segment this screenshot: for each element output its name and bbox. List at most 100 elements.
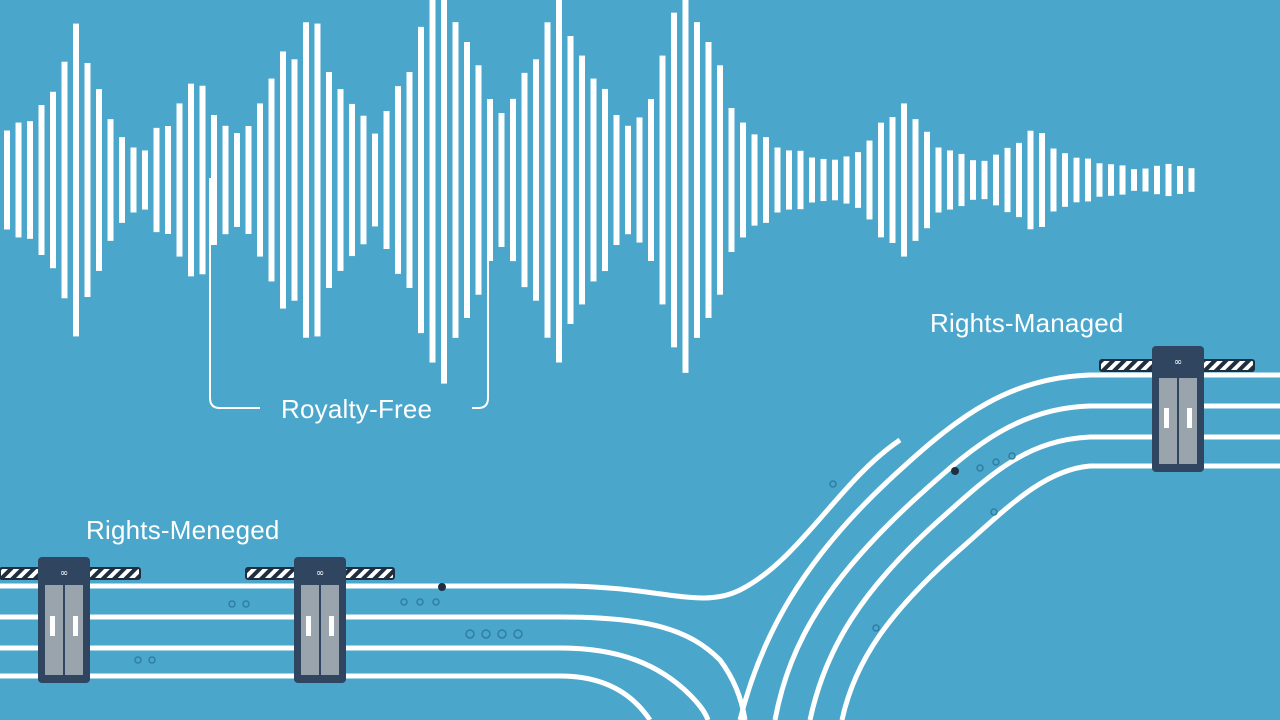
- waveform-bar: [797, 150, 804, 210]
- waveform-bar: [533, 59, 539, 301]
- waveform-bar: [1050, 148, 1057, 212]
- waveform-bar: [705, 42, 712, 318]
- waveform-bar: [441, 0, 447, 384]
- waveform-bar: [372, 133, 378, 227]
- waveform-bar: [889, 117, 896, 243]
- waveform-bar: [1108, 164, 1114, 196]
- waveform-bar: [153, 127, 160, 233]
- waveform-bar: [4, 130, 10, 230]
- waveform-bar: [855, 152, 861, 208]
- waveform-bar: [820, 158, 827, 202]
- waveform-bar: [1131, 169, 1137, 191]
- waveform-bar: [142, 150, 148, 210]
- waveform-bar: [556, 0, 562, 363]
- waveform-bar: [1188, 168, 1195, 192]
- waveform-bar: [245, 126, 252, 234]
- waveform-bar: [1177, 166, 1183, 194]
- waveform-bar: [717, 65, 723, 295]
- waveform-bar: [50, 91, 56, 269]
- waveform-bar: [452, 22, 459, 338]
- waveform-bar: [579, 55, 585, 305]
- waveform-bar: [1016, 142, 1022, 218]
- svg-text:∞: ∞: [60, 568, 68, 579]
- svg-text:∞: ∞: [1174, 357, 1182, 368]
- waveform-bar: [96, 89, 102, 271]
- waveform-bar: [429, 0, 436, 363]
- waveform-bar: [119, 137, 125, 223]
- waveform-bar: [912, 119, 919, 241]
- turnstile-gate-left-2: ∞: [245, 557, 395, 683]
- rights-managed-label-top: Rights-Managed: [930, 308, 1124, 338]
- waveform-bar: [544, 22, 551, 338]
- waveform-bar: [188, 83, 194, 277]
- royalty-free-bracket-end: [472, 130, 489, 409]
- waveform-bar: [303, 22, 309, 338]
- waveform-bar: [38, 105, 45, 255]
- waveform-bar: [176, 103, 183, 257]
- waveform-bar: [659, 55, 666, 305]
- waveform-bar: [958, 153, 965, 207]
- circuit-dots: [134, 452, 1016, 664]
- waveform-bar: [1142, 168, 1149, 192]
- waveform-bar: [349, 103, 355, 257]
- waveform-bar: [199, 85, 206, 275]
- rights-managed-label-left: Rights-Meneged: [86, 515, 280, 545]
- waveform-bar: [1119, 165, 1126, 195]
- waveform-bar: [567, 36, 574, 324]
- waveform-bar: [73, 23, 79, 337]
- waveform-bar: [395, 86, 401, 274]
- waveform-bar: [1096, 163, 1103, 197]
- waveform-bar: [636, 117, 643, 243]
- waveform-bar: [671, 12, 677, 348]
- rights-managed-track-left: [0, 437, 902, 720]
- waveform-bar: [924, 131, 930, 229]
- svg-text:∞: ∞: [316, 568, 324, 579]
- waveform-bar: [510, 98, 516, 262]
- waveform-bar: [993, 154, 999, 206]
- waveform-bar: [763, 137, 769, 223]
- waveform-bar: [165, 126, 171, 234]
- waveform-bar: [222, 125, 229, 235]
- waveform-bar: [15, 122, 22, 238]
- waveform-bar: [107, 119, 114, 241]
- waveform-bar: [234, 133, 240, 227]
- waveform-bar: [521, 72, 528, 288]
- waveform-bar: [27, 121, 33, 239]
- waveform-bar: [360, 115, 367, 245]
- rights-managed-track-right: [737, 372, 1280, 720]
- waveform-bar: [257, 103, 263, 257]
- waveform-bar: [740, 122, 746, 238]
- waveform-bar: [130, 147, 137, 213]
- turnstile-gate-left-1: ∞: [0, 557, 141, 683]
- waveform-bar: [1154, 165, 1160, 195]
- waveform-bar: [268, 78, 275, 282]
- waveform-bar: [774, 147, 781, 213]
- royalty-free-label: Royalty-Free: [281, 394, 433, 424]
- waveform-bar: [211, 115, 217, 245]
- track-node: [438, 583, 446, 591]
- waveform-bar: [406, 72, 413, 288]
- waveform-bar: [901, 103, 907, 257]
- waveform-bar: [418, 26, 424, 334]
- waveform-bar: [878, 122, 884, 238]
- audio-waveform: [4, 0, 1195, 384]
- waveform-bar: [590, 78, 597, 282]
- waveform-bar: [383, 111, 390, 249]
- waveform-bar: [625, 125, 631, 235]
- waveform-bar: [498, 113, 505, 247]
- waveform-bar: [602, 88, 608, 272]
- waveform-bar: [1062, 153, 1068, 207]
- waveform-bar: [1039, 133, 1045, 227]
- waveform-bar: [694, 22, 700, 338]
- waveform-bar: [843, 156, 850, 204]
- waveform-bar: [751, 134, 758, 226]
- waveform-bar: [786, 150, 792, 210]
- waveform-bar: [1027, 130, 1034, 230]
- waveform-bar: [84, 63, 91, 297]
- waveform-bar: [613, 115, 620, 245]
- waveform-bar: [280, 51, 286, 309]
- waveform-bar: [291, 59, 298, 301]
- waveform-bar: [832, 159, 838, 201]
